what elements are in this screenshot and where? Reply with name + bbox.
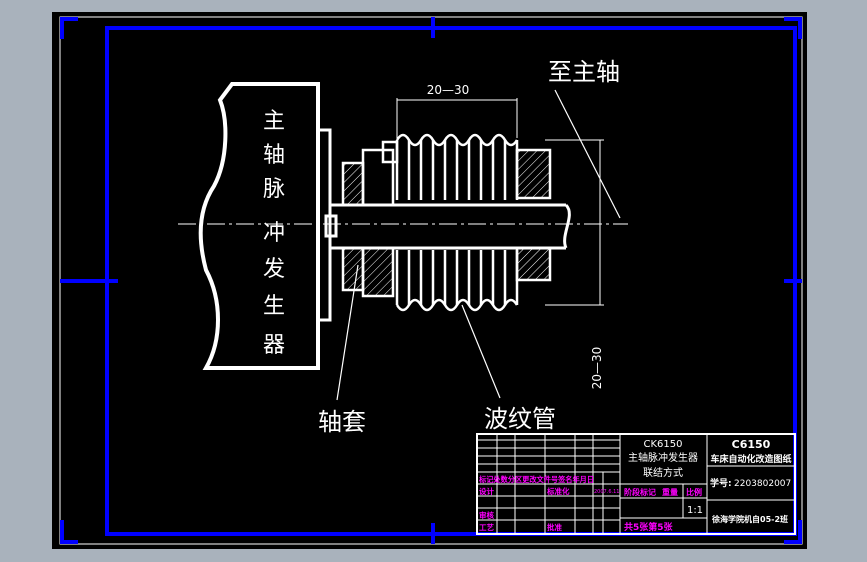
scale-value: 1:1 bbox=[687, 505, 703, 516]
drawing-no-top: CK6150 bbox=[644, 439, 683, 450]
right-fitting bbox=[515, 148, 552, 282]
ratio-label: 比例 bbox=[686, 487, 702, 497]
stage-label: 阶段标记 bbox=[624, 487, 656, 497]
project-title: 车床自动化改造图纸 bbox=[710, 453, 791, 465]
shaft bbox=[324, 203, 571, 250]
generator-char: 主 bbox=[263, 109, 285, 134]
center-ticks bbox=[60, 17, 802, 544]
dimension-vertical bbox=[545, 139, 604, 306]
designer-label: 设计 bbox=[479, 486, 494, 496]
pulse-generator-body bbox=[198, 82, 320, 370]
generator-char: 冲 bbox=[263, 221, 285, 246]
standard-label: 标准化 bbox=[546, 486, 570, 496]
sheet-background bbox=[52, 12, 807, 549]
title-block: CK6150 主轴脉冲发生器 联结方式 C6150 车床自动化改造图纸 学号: … bbox=[476, 433, 796, 535]
machine-model: C6150 bbox=[732, 438, 771, 451]
dim-vertical-label: 20—30 bbox=[590, 347, 604, 390]
process-label: 工艺 bbox=[479, 522, 494, 532]
corner-markers bbox=[60, 17, 802, 544]
label-to-spindle: 至主轴 bbox=[548, 58, 620, 86]
bellows bbox=[395, 133, 519, 312]
drawing-title-2: 联结方式 bbox=[643, 466, 683, 479]
leader-bellows bbox=[461, 304, 501, 399]
generator-char: 轴 bbox=[263, 143, 285, 168]
approve-label: 批准 bbox=[547, 522, 562, 532]
number-label: 学号: bbox=[710, 477, 732, 489]
review-label: 审核 bbox=[479, 510, 494, 520]
generator-char: 器 bbox=[263, 333, 285, 358]
date-small: 2007.6.11 bbox=[594, 489, 619, 495]
generator-char: 发 bbox=[263, 257, 285, 282]
leader-sleeve bbox=[336, 264, 359, 401]
dim-horizontal-label: 20—30 bbox=[427, 83, 470, 97]
generator-flange bbox=[316, 128, 332, 322]
student-number: 2203802007 bbox=[734, 479, 791, 489]
dimension-horizontal bbox=[396, 98, 518, 138]
school-class: 徐海学院机自05-2班 bbox=[711, 514, 788, 524]
generator-char: 脉 bbox=[263, 177, 285, 202]
revision-headers: 标记处数分区更改文件号签名年月日 bbox=[478, 475, 594, 484]
leader-to-spindle bbox=[554, 89, 621, 219]
label-sleeve: 轴套 bbox=[318, 408, 366, 436]
generator-char: 生 bbox=[263, 294, 285, 319]
drawing-title-1: 主轴脉冲发生器 bbox=[628, 451, 698, 464]
sheet-info: 共5张第5张 bbox=[624, 521, 674, 533]
weight-label: 重量 bbox=[662, 487, 678, 497]
label-bellows: 波纹管 bbox=[484, 405, 556, 433]
